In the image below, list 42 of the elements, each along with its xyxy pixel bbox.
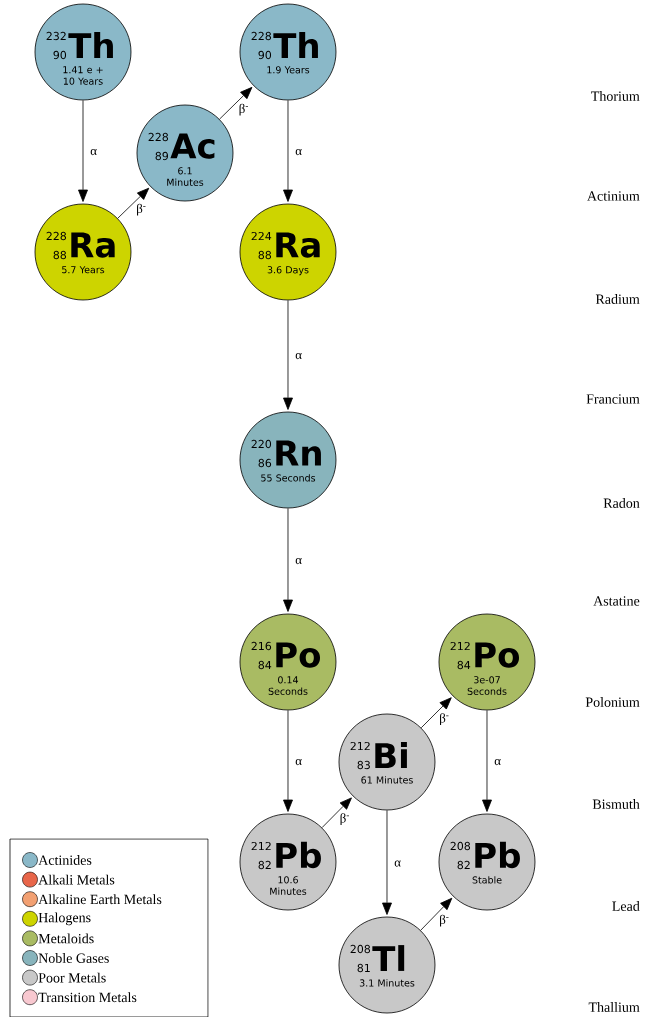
edge-label: β$^{-}$ bbox=[338, 812, 351, 827]
element-name: Radium bbox=[595, 294, 640, 304]
edge-label: α bbox=[294, 351, 303, 361]
arrow bbox=[283, 100, 293, 202]
edge-label: β$^{-}$ bbox=[135, 202, 148, 217]
edge-label: β$^{-}$ bbox=[237, 102, 250, 117]
element-name: Actinium bbox=[587, 191, 640, 201]
edge-label: β$^{-}$ bbox=[438, 712, 451, 727]
edge-label: α bbox=[493, 757, 502, 767]
element-name: Polonium bbox=[585, 697, 640, 707]
arrow bbox=[283, 508, 293, 612]
legend-label: Alkaline Earth Metals bbox=[38, 894, 162, 905]
legend-label: Noble Gases bbox=[38, 953, 109, 963]
arrow bbox=[219, 86, 253, 120]
arrow bbox=[283, 300, 293, 410]
element-name: Astatine bbox=[593, 596, 640, 606]
arrow bbox=[321, 797, 352, 828]
arrow bbox=[382, 810, 392, 915]
element-name: Thallium bbox=[588, 1002, 640, 1012]
arrow bbox=[78, 100, 88, 202]
edge-label: α bbox=[294, 757, 303, 767]
element-name: Radon bbox=[603, 498, 640, 508]
element-name: Francium bbox=[586, 394, 640, 404]
arrow bbox=[482, 710, 492, 812]
legend-label: Transition Metals bbox=[38, 992, 137, 1003]
arrow bbox=[117, 187, 150, 219]
element-name: Lead bbox=[612, 901, 640, 911]
legend-label: Alkali Metals bbox=[38, 874, 115, 885]
edge-label: α bbox=[89, 147, 98, 157]
arrow bbox=[283, 710, 293, 812]
legend-label: Actinides bbox=[38, 855, 92, 865]
arrow bbox=[420, 697, 452, 729]
arrow bbox=[420, 897, 453, 931]
edge-label: β$^{-}$ bbox=[438, 913, 451, 928]
legend-label: Metaloids bbox=[38, 933, 94, 944]
legend-label: Poor Metals bbox=[38, 972, 106, 983]
edge-label: α bbox=[294, 147, 303, 157]
edge-label: α bbox=[294, 556, 303, 566]
edge-label: α bbox=[393, 859, 402, 868]
legend-label: Halogens bbox=[38, 912, 91, 926]
element-name: Thorium bbox=[591, 91, 640, 101]
element-name: Bismuth bbox=[592, 799, 640, 809]
